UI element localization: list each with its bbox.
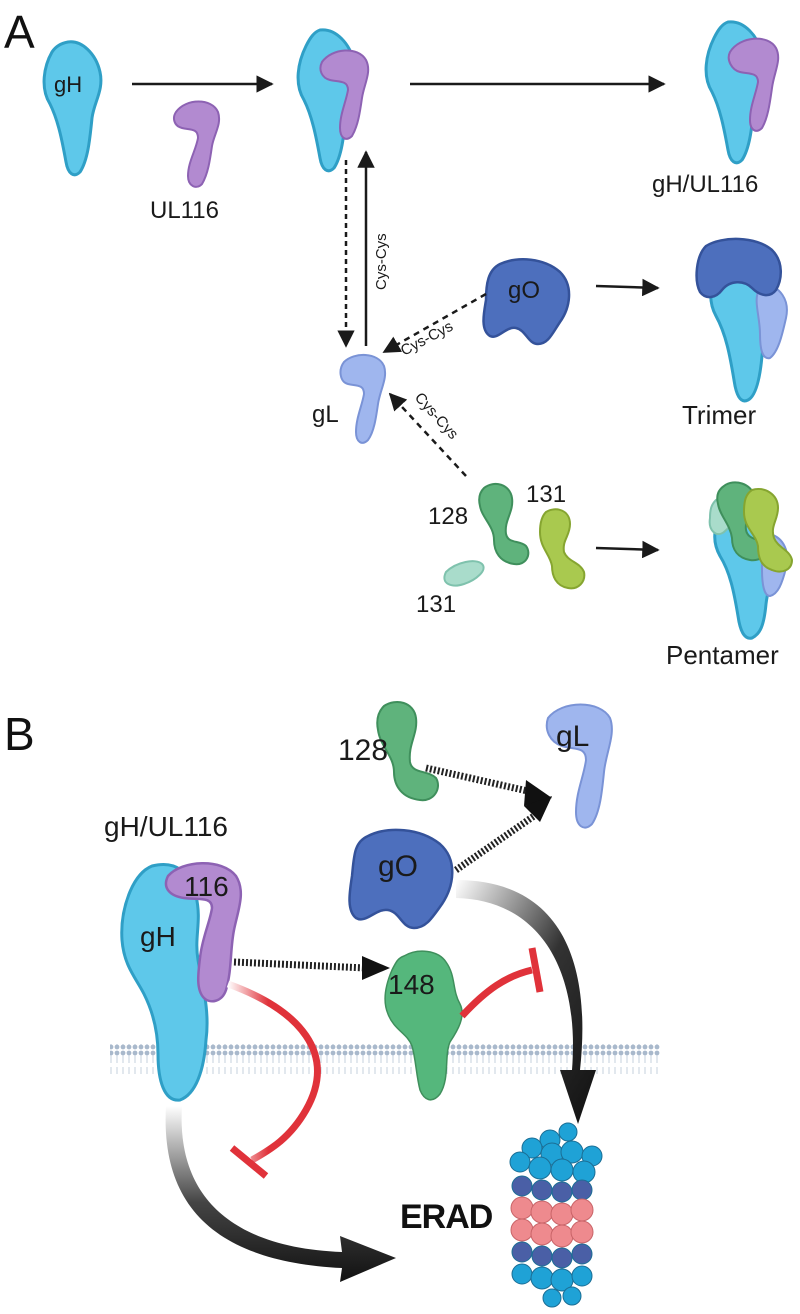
trimer-label: Trimer xyxy=(682,400,756,430)
arrow-to-pentamer xyxy=(595,540,660,559)
panel-a-label: A xyxy=(4,6,35,58)
ul131-label-right: 131 xyxy=(526,481,566,508)
ul116-protein xyxy=(173,100,221,188)
inhibition-bar-gh xyxy=(229,1145,269,1179)
proteasome xyxy=(509,1122,603,1308)
gh-ul116-label: gH/UL116 xyxy=(652,171,758,198)
ul116-label-b: 116 xyxy=(184,871,229,902)
cys-cys-pent: Cys-Cys xyxy=(411,389,462,442)
arrow-go-to-trimer xyxy=(595,278,660,297)
inhibition-bar-148 xyxy=(528,947,544,993)
hatched-arrow-go-head xyxy=(524,796,552,822)
erad-arrow-go xyxy=(456,880,596,1124)
ul131-pale-protein xyxy=(443,560,485,587)
ul148-protein xyxy=(384,950,463,1101)
gh-ul116-label-b: gH/UL116 xyxy=(104,811,228,842)
ul128-protein-b xyxy=(376,701,439,802)
ul128-protein xyxy=(478,482,530,566)
ul131-label-left: 131 xyxy=(416,591,456,618)
ul128-label: 128 xyxy=(428,503,468,530)
gh-protein xyxy=(42,40,103,177)
gh-label: gH xyxy=(54,72,82,97)
go-label-b: gO xyxy=(378,850,418,883)
gl-protein xyxy=(339,354,387,444)
inhibition-line-148 xyxy=(459,966,533,1019)
ul116-label: UL116 xyxy=(150,197,219,224)
ul128-label-b: 128 xyxy=(338,734,388,767)
erad-arrow-gh xyxy=(165,1106,396,1282)
trimer-complex xyxy=(695,237,788,403)
dashed-arrow-pent-to-gl xyxy=(388,392,467,477)
erad-label: ERAD xyxy=(400,1198,493,1236)
gl-label-b: gL xyxy=(556,720,589,753)
ul131-protein xyxy=(538,508,586,590)
gh-ul116-complex-middle xyxy=(296,28,370,173)
dashed-arrow-go-to-gl xyxy=(382,292,487,354)
hatched-arrow-gh-head xyxy=(362,956,390,980)
go-protein-b xyxy=(348,828,454,930)
gh-label-b: gH xyxy=(140,921,176,952)
ul148-label: 148 xyxy=(388,969,435,1000)
panel-b-label: B xyxy=(4,708,35,760)
gl-label: gL xyxy=(312,401,339,428)
gh-ul116-complex-b xyxy=(120,862,243,1102)
pentamer-label: Pentamer xyxy=(666,640,779,670)
inhibition-line-gh xyxy=(226,980,321,1164)
hatched-arrow-128-to-gl xyxy=(425,764,533,796)
go-protein xyxy=(482,258,571,346)
pentamer-complex xyxy=(708,481,794,640)
go-label: gO xyxy=(508,277,540,304)
cys-cys-vertical: Cys-Cys xyxy=(373,233,390,290)
hatched-arrow-gh-to-148 xyxy=(233,958,367,972)
hatched-arrow-go-to-gl xyxy=(454,813,536,873)
gh-ul116-complex-right xyxy=(704,20,780,165)
gl-protein-b xyxy=(545,703,613,829)
